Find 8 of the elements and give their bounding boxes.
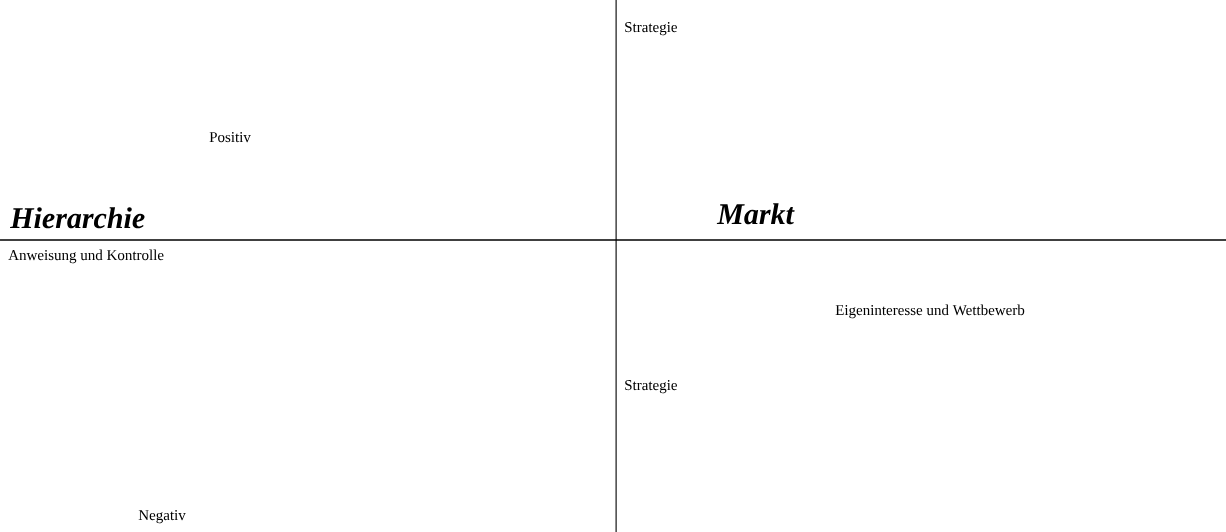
quadrant-label: Anweisung und Kontrolle	[8, 249, 164, 264]
quadrant-label: Strategie	[625, 22, 677, 36]
quadrant-label: Negativ	[138, 510, 186, 524]
quadrant-title: Hierarchie	[10, 207, 145, 229]
quadrant-label: Positiv	[209, 132, 251, 143]
quadrant-label: Eigeninteresse und Wettbewerb	[835, 304, 1025, 319]
quadrant-label: Strategie	[625, 380, 677, 394]
quadrant-title: Markt	[716, 203, 795, 225]
